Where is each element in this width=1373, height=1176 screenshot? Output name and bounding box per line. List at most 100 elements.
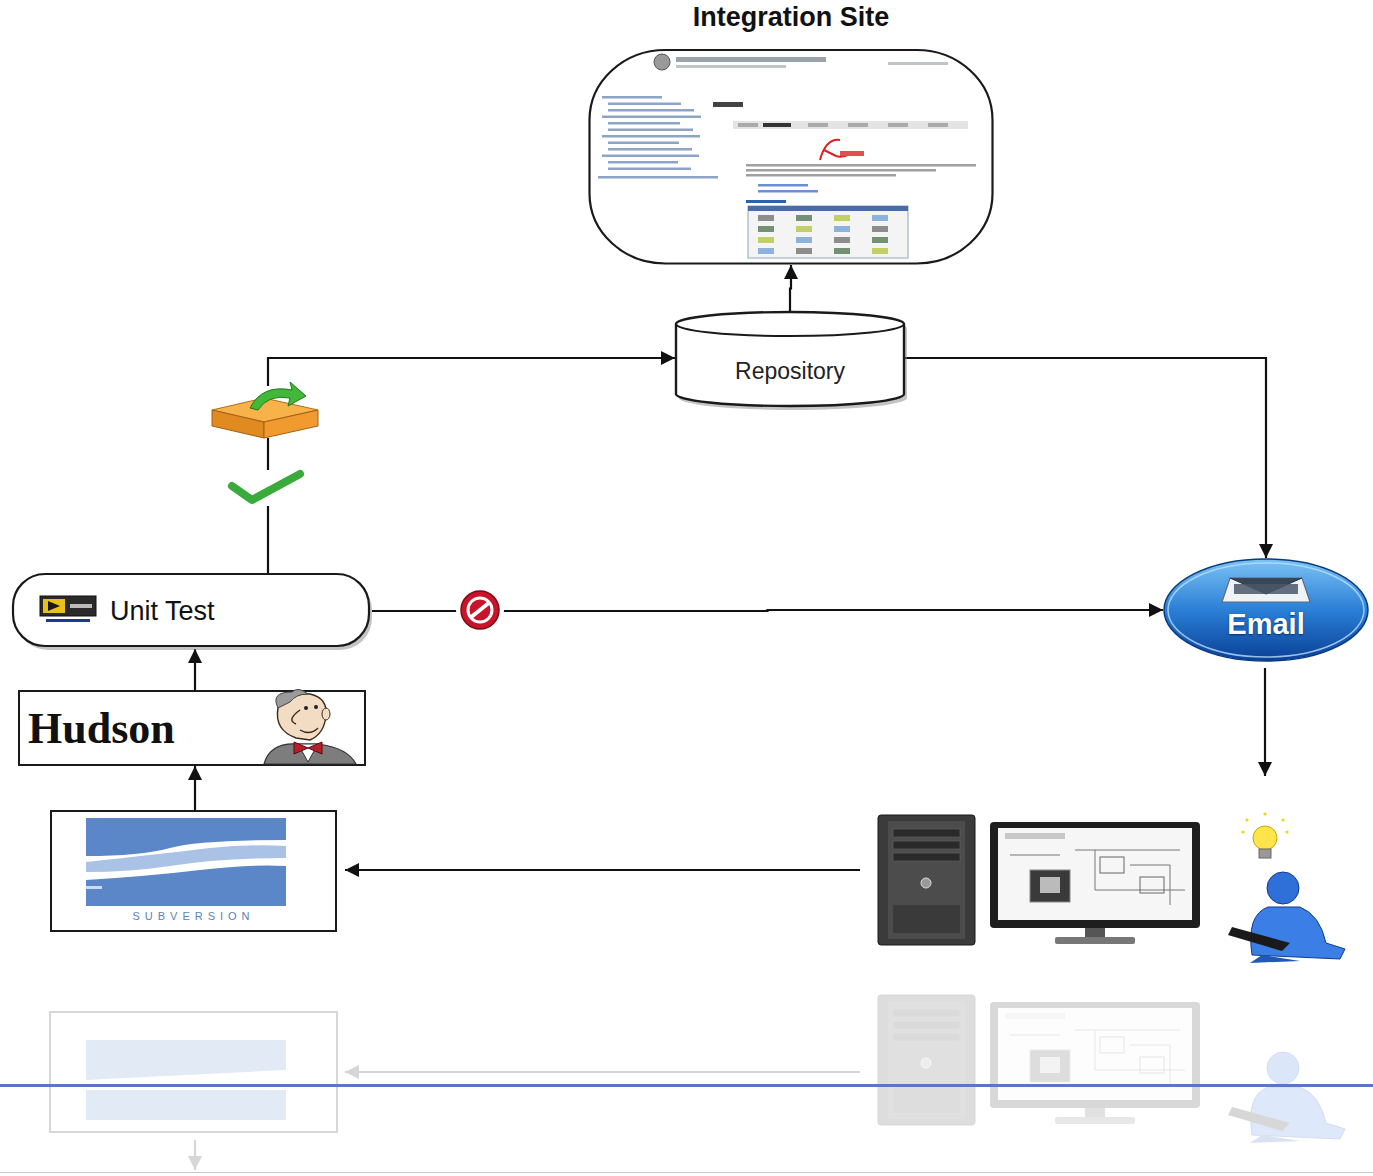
pc-bay [893,1009,960,1017]
bulb-ray [1285,830,1288,833]
screenshot-nav-line [608,161,678,164]
pc-tower [878,815,975,945]
hudson-outline [19,691,365,765]
labview-icon-body [40,596,96,616]
swoosh-stripe [86,886,102,889]
swoosh-lower [86,866,286,907]
monitor-base [1055,937,1135,944]
node-label: Integration Site [693,2,890,33]
screenshot-heading [713,102,743,107]
subversion-outline [51,811,336,931]
flow-arrow [194,766,196,810]
screenshot-nav-line [602,155,699,158]
screenshot-nav-line [608,129,693,132]
stop-disc [461,591,499,629]
screenshot-header-line [676,57,826,62]
pass-checkmark [226,470,306,506]
icon-backing [226,470,306,506]
screen-window-content [1040,877,1060,893]
screenshot-table-cell [796,237,812,243]
box-side [212,410,264,438]
screenshot-table [748,206,908,258]
labview-icon [40,596,96,622]
screenshot-red-logo [820,140,850,160]
screenshot-text-line [746,164,976,167]
screenshot-nav-line [602,135,700,138]
butler-mouth [300,728,318,733]
pc-vent [893,1085,960,1113]
screenshot-nav-line [608,103,681,106]
screenshot-header-line [888,62,948,65]
box-side [264,410,318,438]
stop-ring [468,598,492,622]
screenshot-table-cell [758,237,774,243]
repository-cylinder: Repository [675,312,905,406]
screenshot-nav-line [608,148,692,151]
fail-stop-sign [456,586,504,634]
butler-eye [304,706,308,710]
screenshot-link [758,190,818,193]
pc-button [921,1058,931,1068]
screenshot-table-cell [758,226,774,232]
screenshot-tab [763,123,791,127]
package-icon [206,382,324,438]
node-label: Unit Test [110,596,215,627]
person-laptop [1228,927,1290,951]
screenshot-table-cell [834,248,850,254]
screenshot-table-cell [834,226,850,232]
screenshot-table-cell [834,215,850,221]
monitor-screen [998,828,1192,920]
icon-backing [456,586,504,634]
email-ellipse [1164,559,1368,661]
screenshot-text-line [746,169,936,172]
person-body [1251,907,1345,959]
screenshot-tab-bar [733,121,968,129]
screenshot-header-line [676,65,786,68]
butler-eye [314,705,318,709]
site-outline [590,50,993,264]
envelope-opening [1234,584,1298,594]
text-holder: Repository [675,336,905,406]
email-circle: Email [1163,558,1369,662]
bulb-glass [1253,826,1277,850]
butler-bowtie [294,742,322,754]
bulb-base [1259,849,1271,858]
screenshot-link [758,184,808,187]
reflected-swoosh [86,1040,286,1080]
node-label: Email [1227,608,1304,641]
bulb-ray [1241,830,1244,833]
pc-front [888,821,965,939]
screenshot-tab [928,123,948,127]
screenshot-nav-line [608,109,694,112]
screenshot-nav-line [598,176,718,179]
monitor-base [1055,1117,1135,1124]
floor-reflection [50,995,1345,1170]
person-legs [1250,955,1300,963]
screenshot-tab [738,123,758,127]
butler-hair [276,689,308,708]
labview-icon-panel [43,599,65,613]
reflected-arrow [194,1140,196,1170]
screenshot-table-cell [872,215,888,221]
checkmark [232,474,300,500]
box-arrow [250,382,306,410]
reflected-swoosh [86,1090,286,1120]
screen-block [1100,1037,1124,1053]
person-head [1267,872,1299,904]
monitor-stand [1085,928,1105,938]
screen-block-diagram [1010,850,1185,905]
labview-icon-play [48,601,60,611]
pc-bay [893,841,960,849]
person-head [1267,1052,1299,1084]
butler-caricature [264,689,356,764]
cylinder-rim [676,324,904,336]
person-body [1251,1087,1345,1139]
screenshot-nav-line [608,122,680,125]
node-label: SUBVERSION [132,910,254,922]
bulb-ray [1263,812,1266,815]
flow-arrow [268,358,675,573]
screenshot-nav-line [602,116,701,119]
screen-window-content [1040,1057,1060,1073]
pc-bay [893,1033,960,1041]
subversion-logo-box: SUBVERSION [50,810,337,932]
